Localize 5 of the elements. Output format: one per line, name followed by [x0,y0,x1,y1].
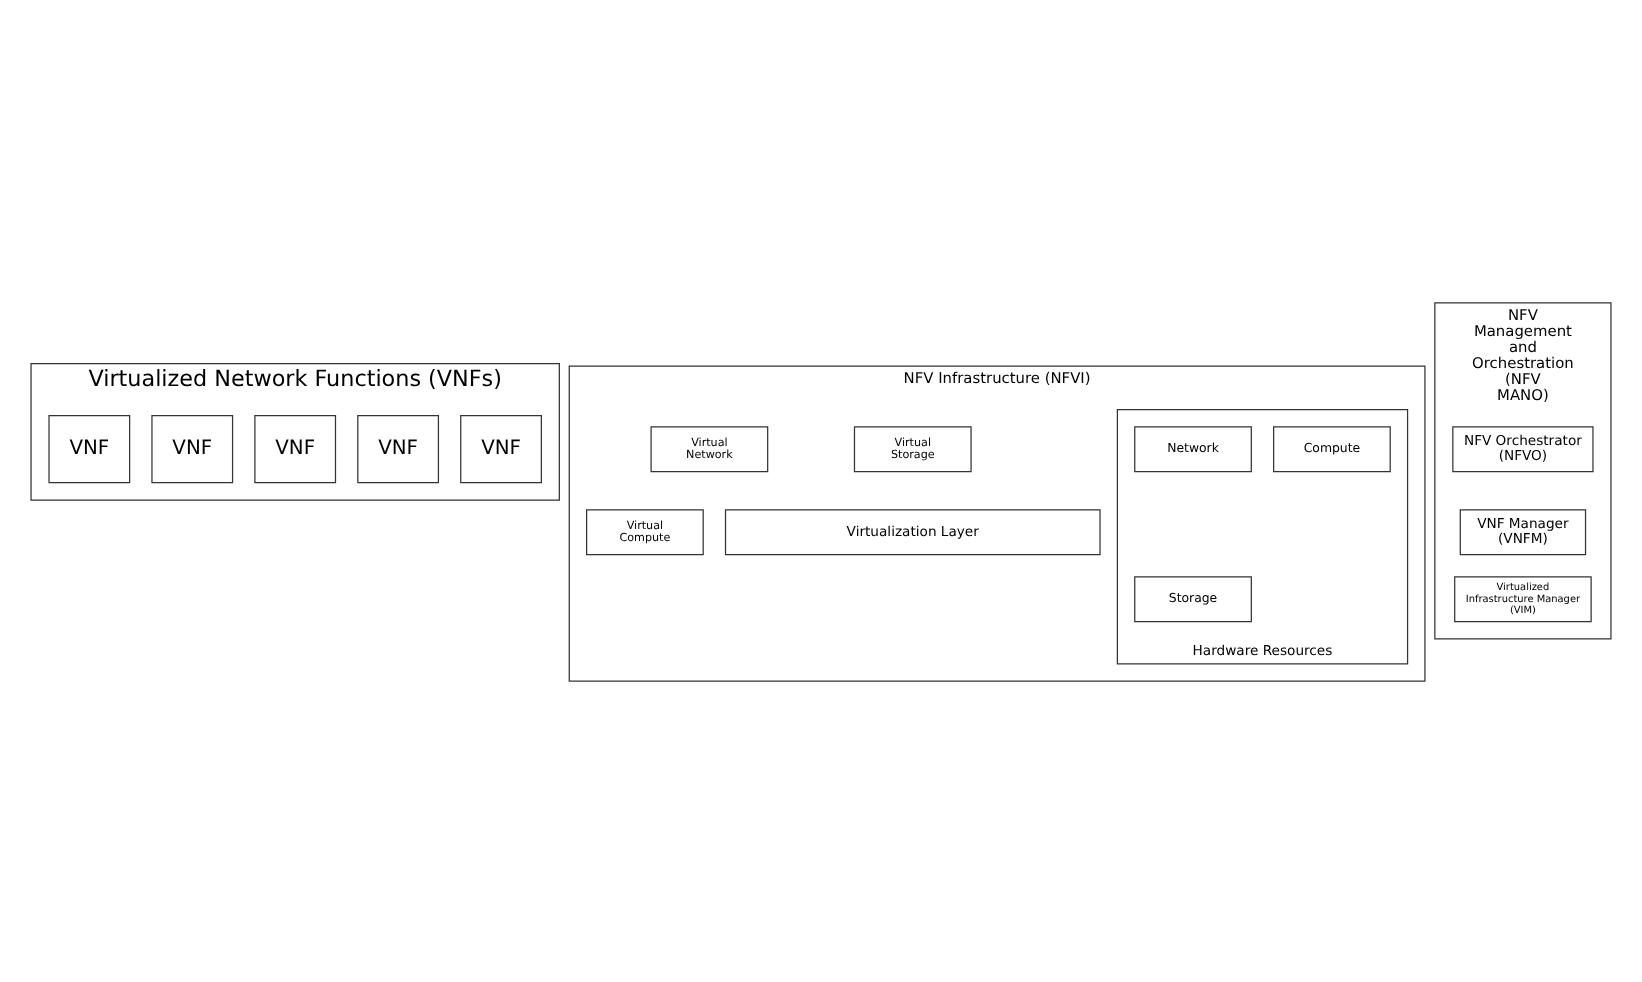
node-box: VNF [48,414,131,483]
node-box: VNF [460,414,542,483]
node-box: VNF [357,414,440,483]
node-box: VNF [151,414,234,483]
node-box: VNF [254,414,337,483]
